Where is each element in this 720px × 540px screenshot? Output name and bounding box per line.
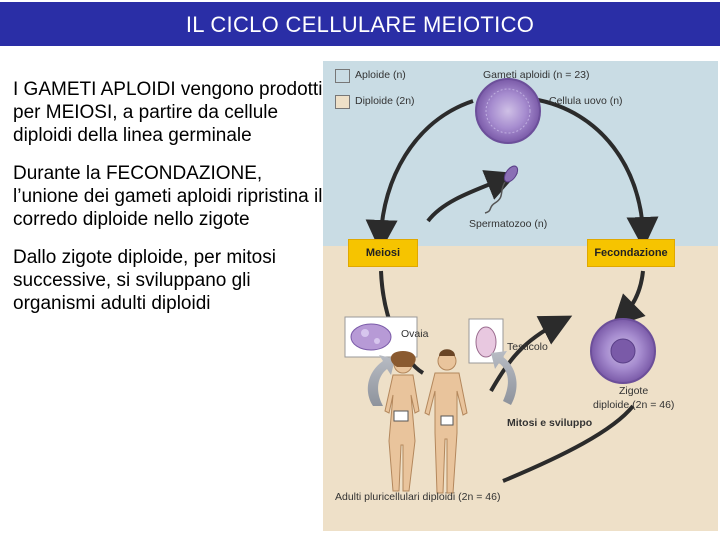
title-bar: IL CICLO CELLULARE MEIOTICO [0,0,720,50]
egg-cell-label: Cellula uovo (n) [549,95,623,107]
adult-male-icon [424,349,468,494]
figure-artwork [323,61,718,531]
sperm-icon [484,165,519,214]
meiotic-cycle-figure: Aploide (n) Diploide (2n) Gameti aploidi… [323,61,718,531]
legend-haploid-swatch [335,69,350,83]
gray-arrow-left [367,355,395,406]
meiosis-box: Meiosi [348,239,418,267]
ovary-label: Ovaia [401,328,429,340]
adults-label: Adulti pluricellulari diploidi (2n = 46) [335,491,501,503]
arrow-to-meiosis [365,99,474,252]
zygote-ploidy-label: diploide (2n = 46) [593,399,675,411]
title-band [0,2,720,46]
male-marker-box [440,415,454,426]
zygote-label: Zigote [619,385,649,397]
mitosis-label: Mitosi e sviluppo [507,417,593,429]
gray-arrow-right [491,351,517,405]
legend-haploid-label: Aploide (n) [355,69,406,81]
arrow-to-zygote [611,270,646,328]
haploid-gametes-label: Gameti aploidi (n = 23) [483,69,590,81]
paragraph-development: Dallo zigote diploide, per mitosi succes… [13,247,276,314]
testis-label: Testicolo [507,341,548,353]
female-marker-box [393,410,409,422]
paragraph-fertilization: Durante la FECONDAZIONE, l’unione dei ga… [13,163,323,230]
page-title: IL CICLO CELLULARE MEIOTICO [185,12,535,37]
legend-diploid-swatch [335,95,350,109]
arrow-sperm [426,170,518,223]
diploid-region [323,246,718,531]
arrow-egg-to-fertilization [532,97,659,249]
paragraph-gametes: I GAMETI APLOIDI vengono prodotti per ME… [13,79,323,146]
sperm-label: Spermatozoo (n) [469,218,548,230]
adult-female-icon [384,351,420,492]
ovary-icon [344,316,418,358]
text-column: I GAMETI APLOIDI vengono prodotti per ME… [13,78,323,330]
arrow-testis [489,315,573,392]
fertilization-box: Fecondazione [587,239,675,267]
arrow-mitosis [502,404,635,483]
legend-diploid-label: Diploide (2n) [355,95,415,107]
egg-cell-icon [475,78,541,144]
